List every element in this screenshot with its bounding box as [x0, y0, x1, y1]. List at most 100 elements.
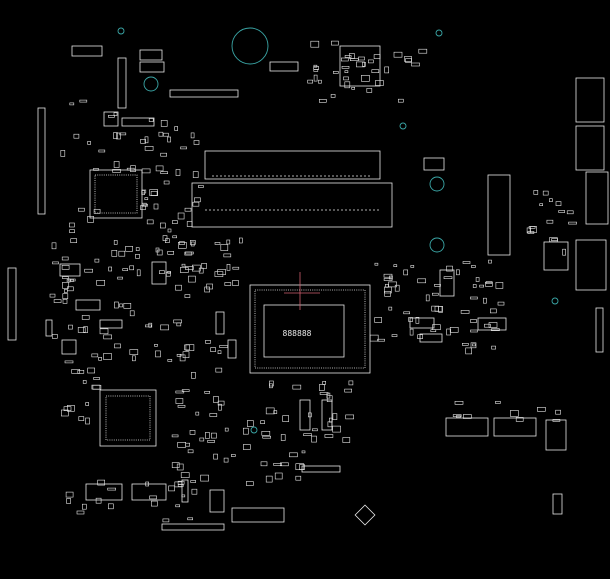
smd-part: [344, 70, 349, 73]
chip-small-4: [103, 111, 119, 127]
smd-part: [555, 409, 561, 415]
smd-part: [434, 306, 443, 312]
component-bottom-right: [552, 493, 563, 515]
smd-part: [218, 403, 222, 411]
smd-part: [198, 185, 204, 188]
smd-part: [92, 384, 102, 390]
smd-part: [177, 404, 186, 408]
bga-chip-left-grid: [94, 174, 138, 214]
connector-bottom-2: [131, 483, 167, 501]
smd-part: [174, 126, 178, 131]
via-small-5: [250, 426, 258, 434]
chip-small-18: [419, 333, 443, 343]
chip-top-mid: [269, 61, 299, 72]
smd-part: [67, 278, 76, 282]
smd-part: [394, 284, 400, 292]
smd-part: [83, 326, 88, 334]
chip-lower-right: [477, 317, 507, 331]
smd-part: [146, 219, 154, 225]
smd-part: [135, 254, 140, 259]
smd-part: [491, 328, 500, 332]
smd-part: [247, 420, 254, 427]
smd-part: [160, 222, 166, 229]
smd-part: [462, 261, 471, 264]
smd-part: [489, 308, 497, 314]
chip-small-7: [215, 311, 225, 335]
mounting-hole-3: [429, 237, 445, 253]
smd-part: [369, 334, 379, 342]
smd-part: [62, 276, 69, 279]
smd-part: [217, 350, 222, 355]
smd-part: [373, 54, 381, 59]
smd-part: [319, 392, 329, 395]
smd-part: [195, 411, 200, 416]
smd-part: [141, 168, 151, 174]
smd-part: [223, 253, 232, 258]
smd-part: [97, 479, 105, 486]
smd-part: [367, 59, 374, 64]
smd-part: [166, 271, 171, 277]
memory-slot-1: [204, 150, 381, 180]
connector-right-vertical: [487, 174, 511, 256]
smd-part: [129, 349, 139, 355]
chip-mid-right: [423, 157, 445, 171]
chip-small-14: [45, 319, 53, 337]
smd-part: [145, 324, 152, 328]
smd-part: [64, 289, 68, 293]
smd-part: [340, 57, 349, 62]
smd-part: [160, 324, 169, 331]
smd-part: [546, 219, 554, 224]
smd-part: [144, 136, 149, 144]
smd-part: [155, 165, 164, 172]
smd-part: [415, 316, 420, 324]
smd-part: [485, 281, 493, 287]
smd-part: [70, 238, 77, 243]
smd-part: [93, 377, 100, 380]
smd-part: [330, 94, 336, 98]
smd-part: [99, 328, 109, 335]
smd-part: [130, 165, 136, 172]
smd-part: [384, 290, 391, 297]
smd-part: [172, 220, 178, 224]
smd-part: [82, 503, 87, 510]
smd-part: [60, 150, 66, 157]
smd-part: [122, 268, 128, 271]
smd-part: [103, 353, 112, 360]
smd-part: [108, 503, 114, 510]
smd-part: [180, 146, 187, 150]
smd-part: [84, 268, 93, 273]
via-small-1: [117, 27, 125, 35]
smd-part: [331, 40, 339, 46]
cpu-grid: [254, 289, 366, 369]
smd-part: [404, 56, 412, 62]
smd-part: [449, 326, 459, 333]
smd-part: [472, 284, 477, 288]
smd-part: [87, 216, 94, 223]
smd-part: [78, 416, 85, 421]
chip-small-10: [321, 399, 333, 431]
smd-part: [220, 244, 229, 251]
smd-part: [261, 430, 271, 436]
smd-part: [411, 62, 420, 67]
smd-part: [495, 282, 504, 289]
smd-part: [409, 328, 414, 336]
smd-part: [344, 55, 352, 58]
smd-part: [199, 437, 205, 442]
smd-part: [403, 311, 411, 315]
smd-part: [211, 432, 217, 439]
smd-part: [417, 334, 423, 340]
bga-chip-lower-grid: [105, 395, 151, 441]
smd-part: [311, 435, 317, 443]
smd-part: [145, 481, 149, 487]
chip-br: [545, 419, 567, 451]
smd-part: [397, 98, 404, 103]
smd-part: [307, 412, 312, 418]
smd-part: [232, 266, 240, 270]
smd-part: [175, 169, 181, 176]
smd-part: [191, 371, 196, 379]
smd-part: [178, 242, 187, 249]
smd-part: [295, 463, 305, 471]
smd-part: [125, 246, 133, 252]
chip-small-8: [227, 339, 237, 359]
smd-part: [141, 189, 147, 194]
